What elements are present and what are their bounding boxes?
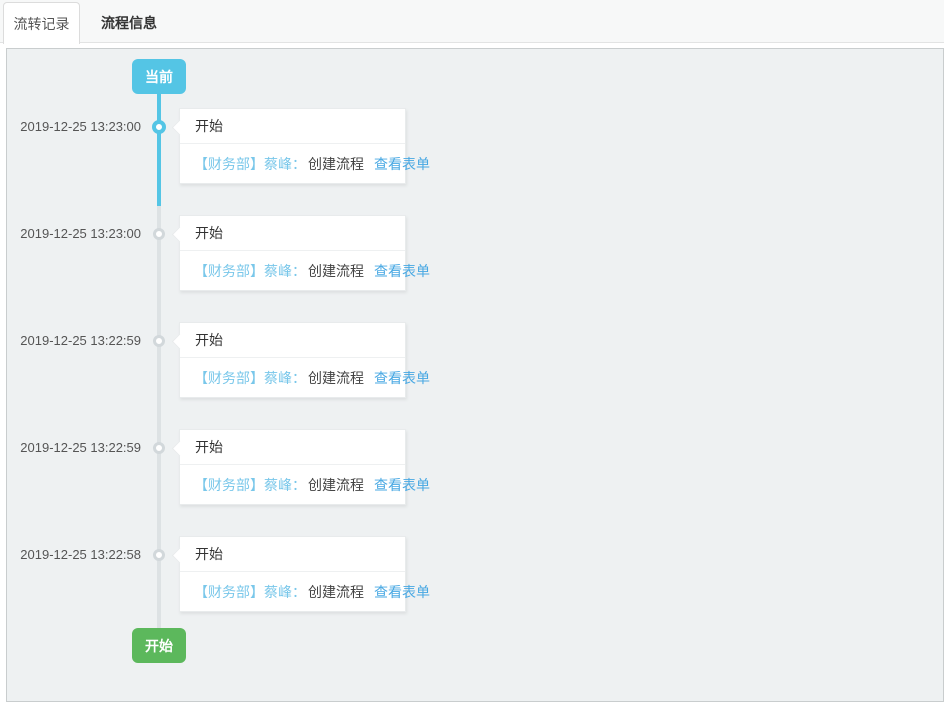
tab-bar: 流转记录 流程信息 [0,0,944,44]
timeline-node [153,549,165,561]
view-form-link[interactable]: 查看表单 [374,263,430,279]
timeline-entry: 2019-12-25 13:22:58 开始 【财务部】蔡峰：创建流程查看表单 [7,536,943,612]
entry-title: 开始 [180,323,405,358]
timeline-entry: 2019-12-25 13:23:00 开始 【财务部】蔡峰：创建流程查看表单 [7,215,943,291]
entry-card: 开始 【财务部】蔡峰：创建流程查看表单 [171,429,430,505]
entry-timestamp: 2019-12-25 13:23:00 [20,226,141,241]
entry-timestamp: 2019-12-25 13:22:59 [20,440,141,455]
timeline-entry: 2019-12-25 13:23:00 开始 【财务部】蔡峰：创建流程查看表单 [7,108,943,184]
entry-action: 创建流程 [308,477,364,493]
tab-transfer-records-label: 流转记录 [13,15,70,32]
entry-card: 开始 【财务部】蔡峰：创建流程查看表单 [171,108,430,184]
timeline-node [153,442,165,454]
entry-title: 开始 [180,216,405,251]
entry-timestamp: 2019-12-25 13:23:00 [20,119,141,134]
entry-action: 创建流程 [308,263,364,279]
start-badge: 开始 [132,628,186,663]
entry-title: 开始 [180,430,405,465]
entry-detail: 【财务部】蔡峰：创建流程查看表单 [180,358,430,398]
timeline-entry: 2019-12-25 13:22:59 开始 【财务部】蔡峰：创建流程查看表单 [7,429,943,505]
entry-timestamp: 2019-12-25 13:22:59 [20,333,141,348]
entry-detail: 【财务部】蔡峰：创建流程查看表单 [180,251,430,291]
tab-process-info[interactable]: 流程信息 [81,2,177,43]
view-form-link[interactable]: 查看表单 [374,156,430,172]
timeline-line [157,206,161,628]
timeline-node [153,228,165,240]
view-form-link[interactable]: 查看表单 [374,477,430,493]
tab-process-info-label: 流程信息 [101,14,157,31]
transfer-records-panel: 当前 开始 2019-12-25 13:23:00 开始 【财务部】蔡峰：创建流… [6,48,944,702]
entry-department-actor: 【财务部】蔡峰： [194,263,306,279]
entry-title: 开始 [180,109,405,144]
view-form-link[interactable]: 查看表单 [374,584,430,600]
timeline-entry: 2019-12-25 13:22:59 开始 【财务部】蔡峰：创建流程查看表单 [7,322,943,398]
current-badge: 当前 [132,59,186,94]
timeline-node-current [152,120,166,134]
entry-card: 开始 【财务部】蔡峰：创建流程查看表单 [171,322,430,398]
entry-department-actor: 【财务部】蔡峰： [194,477,306,493]
entry-department-actor: 【财务部】蔡峰： [194,370,306,386]
entry-action: 创建流程 [308,156,364,172]
entry-action: 创建流程 [308,370,364,386]
entry-department-actor: 【财务部】蔡峰： [194,156,306,172]
entry-detail: 【财务部】蔡峰：创建流程查看表单 [180,144,430,184]
entry-card: 开始 【财务部】蔡峰：创建流程查看表单 [171,536,430,612]
view-form-link[interactable]: 查看表单 [374,370,430,386]
entry-action: 创建流程 [308,584,364,600]
timeline-line-current [157,94,161,206]
entry-detail: 【财务部】蔡峰：创建流程查看表单 [180,572,430,612]
entry-title: 开始 [180,537,405,572]
tab-transfer-records[interactable]: 流转记录 [3,2,80,44]
entry-timestamp: 2019-12-25 13:22:58 [20,547,141,562]
entry-card: 开始 【财务部】蔡峰：创建流程查看表单 [171,215,430,291]
entry-detail: 【财务部】蔡峰：创建流程查看表单 [180,465,430,505]
timeline-node [153,335,165,347]
entry-department-actor: 【财务部】蔡峰： [194,584,306,600]
